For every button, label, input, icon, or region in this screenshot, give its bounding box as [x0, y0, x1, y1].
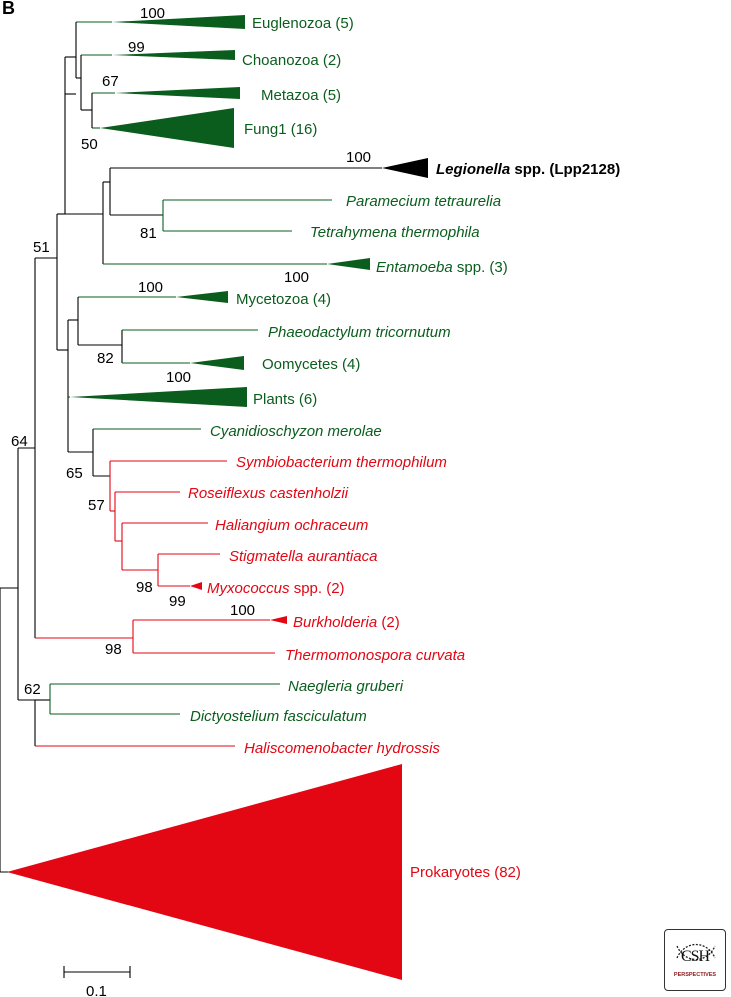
- bootstrap-oomycetes: 100: [166, 369, 191, 386]
- taxon-label-euglenozoa: Euglenozoa (5): [252, 15, 354, 32]
- scale-bar-label: 0.1: [86, 983, 107, 997]
- taxon-label-thermomonospora: Thermomonospora curvata: [285, 647, 465, 664]
- taxon-label-phaeodactylum: Phaeodactylum tricornutum: [268, 324, 451, 341]
- bootstrap-choanozoa: 99: [128, 39, 145, 56]
- collapsed-clade-burkholderia: [270, 616, 287, 624]
- taxon-label-choanozoa: Choanozoa (2): [242, 52, 341, 69]
- logo-text-csh: CSH: [680, 948, 710, 965]
- bootstrap-ciliates: 81: [140, 225, 157, 242]
- taxon-label-tetrahymena: Tetrahymena thermophila: [310, 224, 480, 241]
- taxon-label-naegleria: Naegleria gruberi: [288, 678, 404, 695]
- taxon-label-haliscomenobacter: Haliscomenobacter hydrossis: [244, 740, 440, 757]
- taxon-label-cyanidioschyzon: Cyanidioschyzon merolae: [210, 423, 382, 440]
- dna-helix-icon: [676, 943, 716, 961]
- collapsed-clade-fung1: [100, 108, 234, 148]
- taxon-label-symbiobacterium: Symbiobacterium thermophilum: [236, 454, 447, 471]
- bootstrap-myxococcus: 99: [169, 593, 186, 610]
- taxon-label-haliangium: Haliangium ochraceum: [215, 517, 368, 534]
- taxon-label-metazoa: Metazoa (5): [261, 87, 341, 104]
- bootstrap-core-clade: 51: [33, 239, 50, 256]
- bootstrap-euglenozoa: 100: [140, 5, 165, 22]
- bootstrap-eukaryote-root: 64: [11, 433, 28, 450]
- taxon-label-prokaryotes: Prokaryotes (82): [410, 864, 521, 881]
- taxon-label-myxococcus: Myxococcus spp. (2): [207, 580, 345, 597]
- collapsed-clade-metazoa: [115, 87, 240, 99]
- bootstrap-metazoa: 67: [102, 73, 119, 90]
- taxon-label-plants: Plants (6): [253, 391, 317, 408]
- csh-perspectives-logo: CSH PERSPECTIVES: [664, 929, 726, 991]
- bootstrap-stramenopiles: 82: [97, 350, 114, 367]
- taxon-label-legionella: Legionella spp. (Lpp2128): [436, 161, 620, 178]
- taxon-label-burkholderia: Burkholderia (2): [293, 614, 400, 631]
- bootstrap-burk-thermo: 98: [105, 641, 122, 658]
- logo-text-perspectives: PERSPECTIVES: [673, 972, 717, 978]
- collapsed-clade-choanozoa: [112, 50, 235, 60]
- collapsed-clade-mycetozoa: [176, 291, 228, 303]
- taxon-label-dictyostelium: Dictyostelium fasciculatum: [190, 708, 367, 725]
- taxon-label-roseiflexus: Roseiflexus castenholzii: [188, 485, 349, 502]
- collapsed-clade-euglenozoa: [112, 15, 245, 29]
- bootstrap-naegleria-dicty: 62: [24, 681, 41, 698]
- taxon-label-entamoeba: Entamoeba spp. (3): [376, 259, 508, 276]
- taxon-label-oomycetes: Oomycetes (4): [262, 356, 360, 373]
- collapsed-clade-entamoeba: [327, 258, 370, 270]
- taxon-label-paramecium: Paramecium tetraurelia: [346, 193, 501, 210]
- collapsed-clade-legionella: [382, 158, 428, 178]
- bootstrap-legionella: 100: [346, 149, 371, 166]
- collapsed-clade-prokaryotes: [7, 764, 402, 980]
- collapsed-clade-plants: [70, 387, 247, 407]
- panel-label: B: [2, 0, 15, 18]
- bootstrap-entamoeba: 100: [284, 269, 309, 286]
- bootstrap-metazoa-fung1: 50: [81, 136, 98, 153]
- taxon-label-fung1: Fung1 (16): [244, 121, 317, 138]
- bootstrap-burkholderia: 100: [230, 602, 255, 619]
- bootstrap-myxo-pair: 98: [136, 579, 153, 596]
- bootstrap-bacteria-subclade: 57: [88, 497, 105, 514]
- collapsed-clade-oomycetes: [190, 356, 244, 370]
- taxon-label-mycetozoa: Mycetozoa (4): [236, 291, 331, 308]
- bootstrap-mycetozoa: 100: [138, 279, 163, 296]
- bootstrap-cyanidio-bacteria: 65: [66, 465, 83, 482]
- taxon-label-stigmatella: Stigmatella aurantiaca: [229, 548, 377, 565]
- collapsed-clade-myxococcus: [190, 582, 202, 590]
